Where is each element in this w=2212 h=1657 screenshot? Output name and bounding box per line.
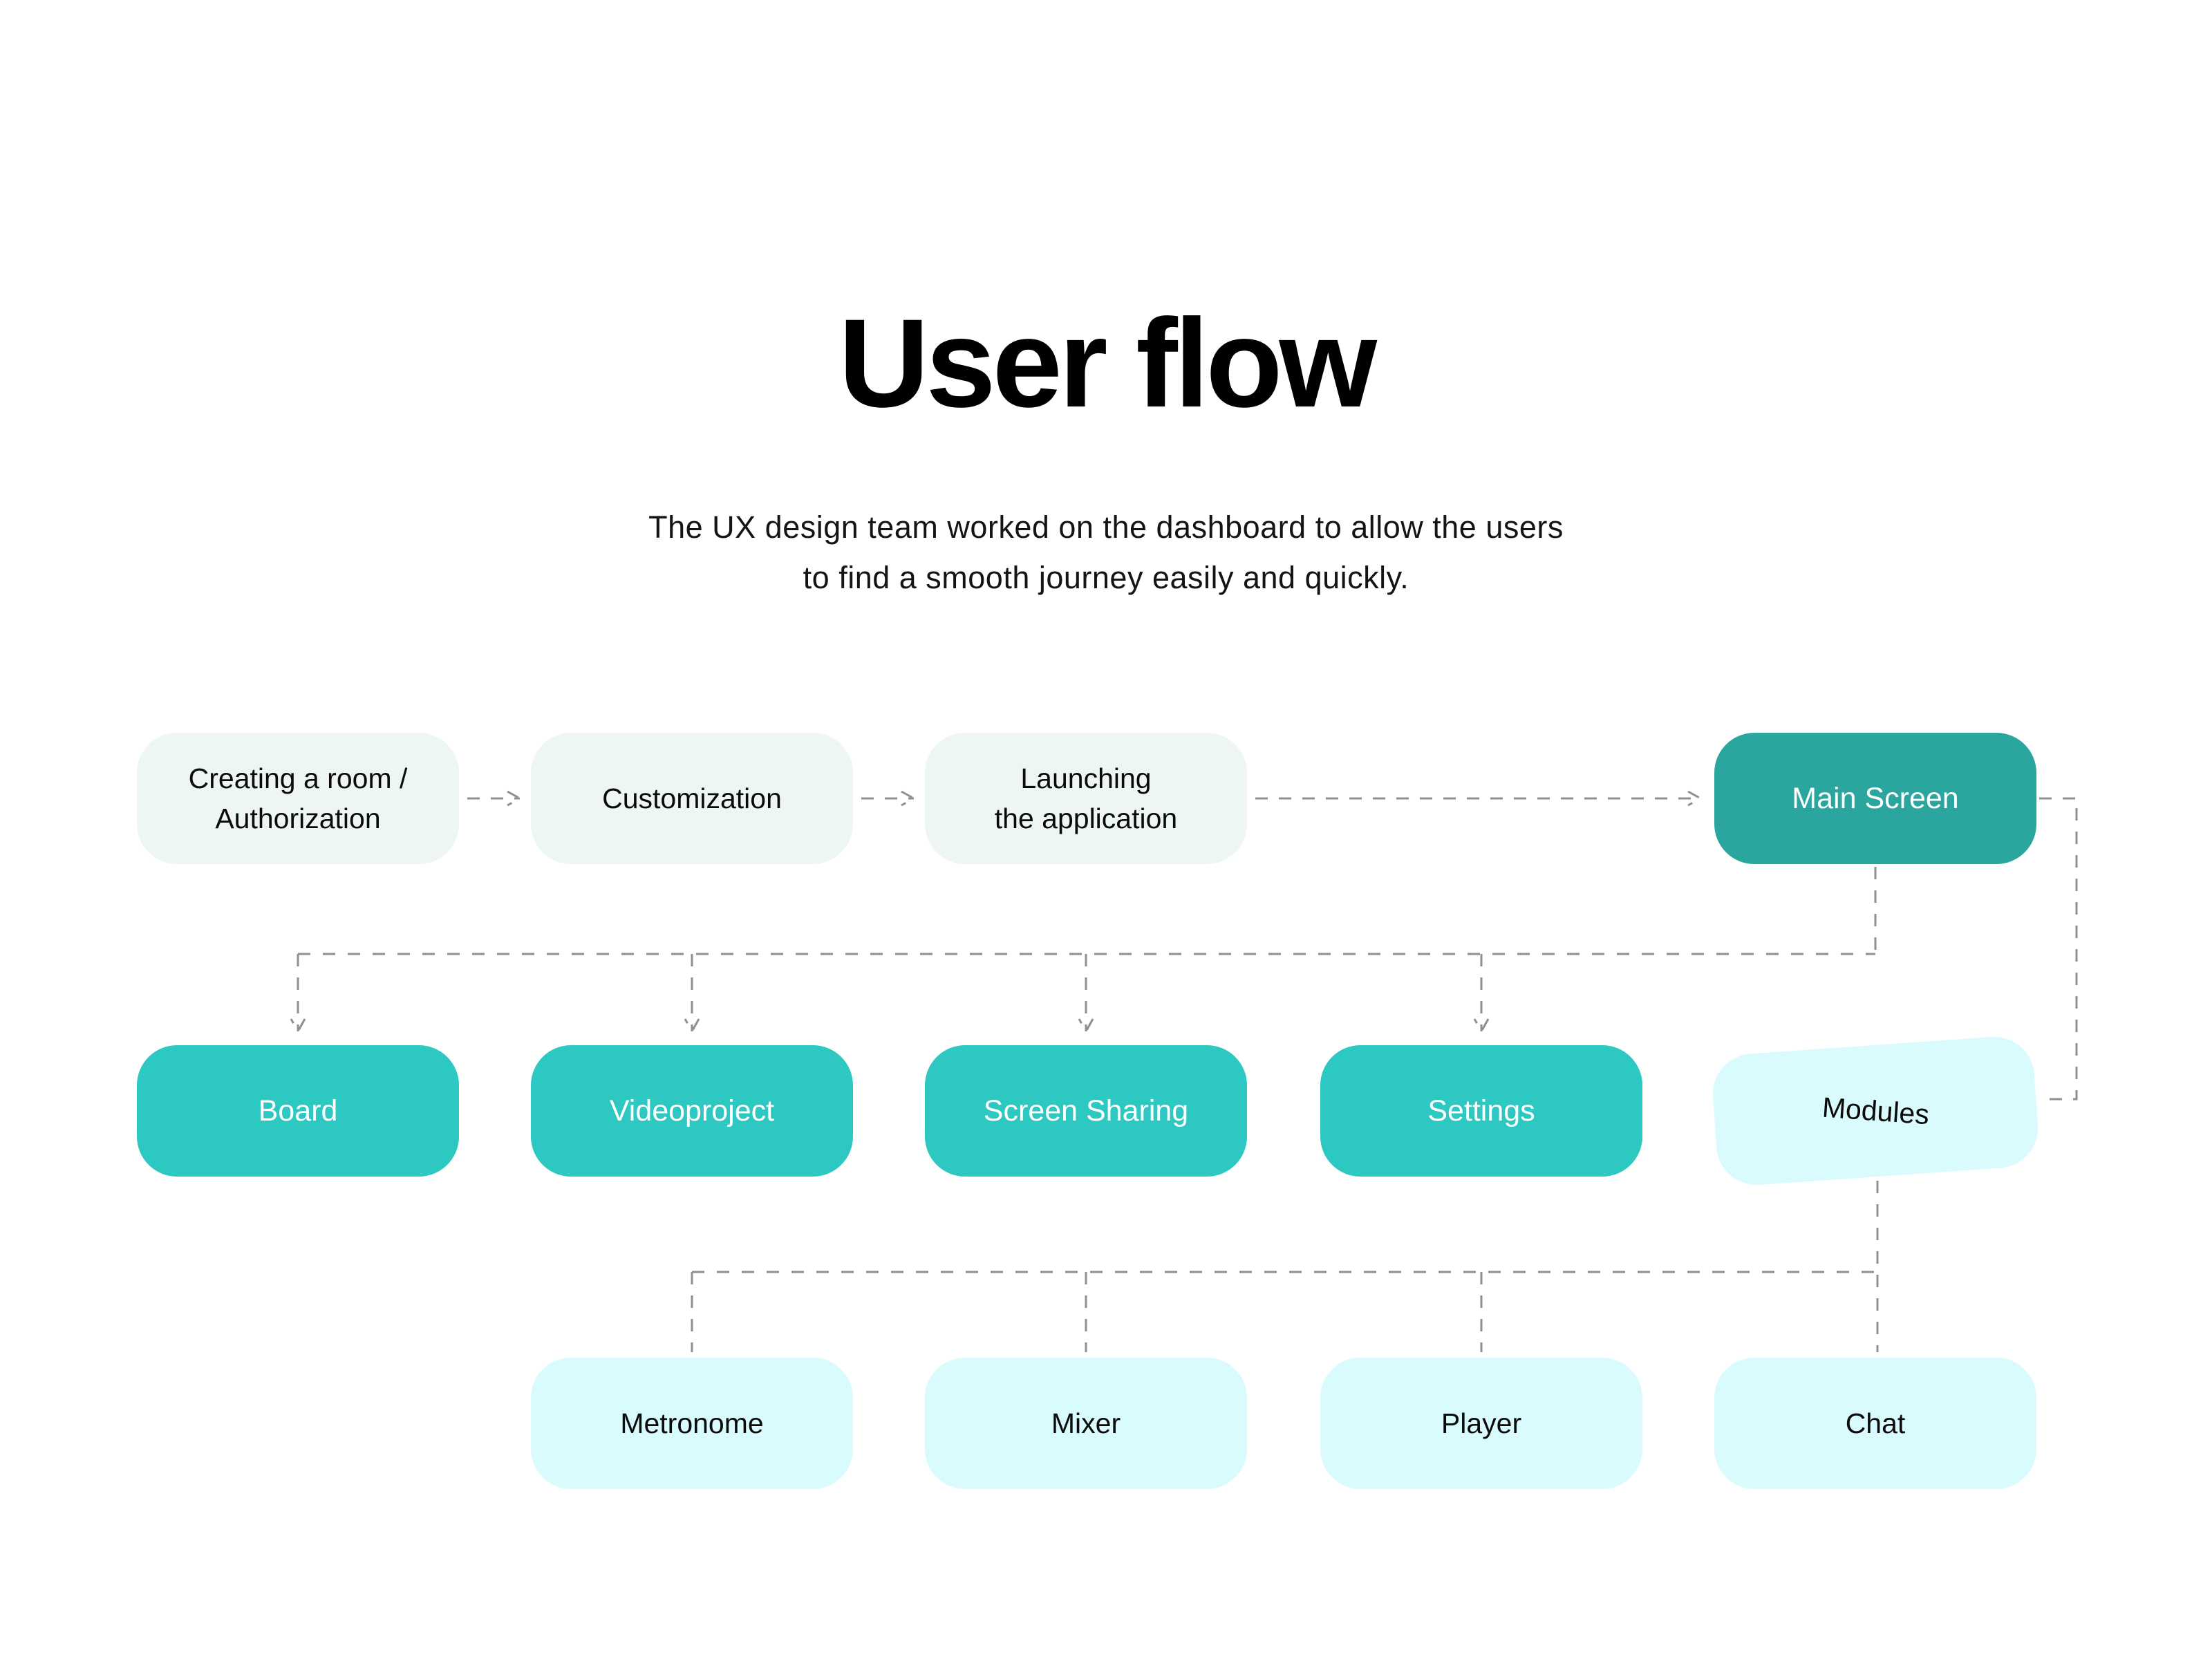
node-modules: Modules: [1709, 1033, 2041, 1188]
node-label: Metronome: [620, 1407, 764, 1439]
node-label: Settings: [1427, 1094, 1535, 1127]
subtitle-line-2: to find a smooth journey easily and quic…: [803, 560, 1409, 595]
node-label: Chat: [1845, 1407, 1906, 1439]
node-label: the application: [994, 803, 1178, 834]
node-settings: Settings: [1320, 1045, 1642, 1177]
page-subtitle: The UX design team worked on the dashboa…: [0, 502, 2212, 603]
node-label: Screen Sharing: [983, 1094, 1189, 1127]
node-mixer: Mixer: [925, 1358, 1247, 1489]
node-screen-sharing: Screen Sharing: [925, 1045, 1247, 1177]
node-customization: Customization: [531, 733, 853, 864]
node-chat: Chat: [1714, 1358, 2036, 1489]
node-label: Mixer: [1051, 1407, 1121, 1439]
node-label: Board: [258, 1094, 338, 1127]
node-main-screen: Main Screen: [1714, 733, 2036, 864]
node-label: Launching: [1020, 762, 1152, 794]
connector-main-to-modules: [2039, 797, 2078, 1101]
page-title: User flow: [838, 292, 1377, 433]
node-launching-application: Launching the application: [925, 733, 1247, 864]
node-board: Board: [137, 1045, 459, 1177]
node-label: Player: [1441, 1407, 1522, 1439]
node-label: Main Screen: [1792, 782, 1959, 815]
node-label: Customization: [602, 783, 782, 814]
subtitle-line-1: The UX design team worked on the dashboa…: [648, 509, 1564, 545]
node-label: Authorization: [215, 803, 381, 834]
node-metronome: Metronome: [531, 1358, 853, 1489]
node-player: Player: [1320, 1358, 1642, 1489]
node-label: Creating a room /: [188, 762, 408, 794]
node-label: Modules: [1821, 1091, 1930, 1131]
node-creating-room: Creating a room / Authorization: [137, 733, 459, 864]
node-videoproject: Videoproject: [531, 1045, 853, 1177]
node-label: Videoproject: [609, 1094, 775, 1127]
